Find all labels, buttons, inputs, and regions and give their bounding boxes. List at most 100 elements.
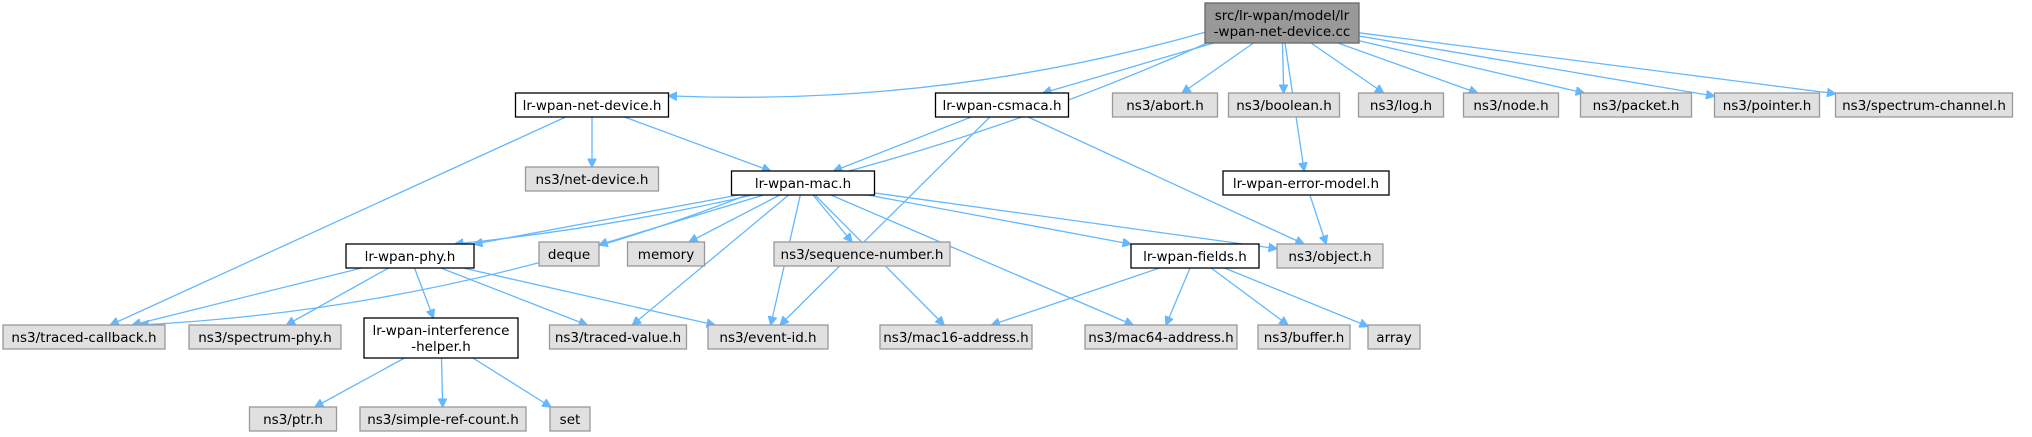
edge-csmaca-h-to-object-h	[1027, 116, 1304, 244]
node-pointer-h: ns3/pointer.h	[1713, 92, 1821, 118]
node-label: lr-wpan-interference	[373, 323, 510, 339]
node-box	[934, 92, 1070, 118]
node-simple-ref-count-h: ns3/simple-ref-count.h	[359, 406, 527, 432]
edge-mac-h-to-object-h	[874, 192, 1278, 249]
edge-line	[1027, 116, 1304, 244]
node-box	[1713, 92, 1821, 118]
node-error-model-h[interactable]: lr-wpan-error-model.h	[1222, 170, 1390, 196]
node-box	[538, 241, 600, 267]
edge-line	[1182, 42, 1254, 93]
node-root[interactable]: src/lr-wpan/model/lr-wpan-net-device.cc	[1204, 2, 1360, 44]
node-label: ns3/net-device.h	[536, 172, 649, 188]
node-label: ns3/packet.h	[1593, 98, 1680, 114]
edge-interference-helper-h-to-ptr-h	[315, 357, 405, 407]
edge-net-device-h-to-traced-callback-h	[110, 116, 566, 325]
edge-line	[455, 42, 1208, 244]
edge-csmaca-h-to-mac-h	[834, 116, 972, 171]
node-packet-h: ns3/packet.h	[1579, 92, 1693, 118]
node-deque: deque	[538, 241, 600, 267]
node-spectrum-channel-h: ns3/spectrum-channel.h	[1834, 92, 2014, 118]
node-box	[549, 406, 591, 432]
edge-root-to-boolean-h	[1283, 42, 1284, 93]
node-object-h: ns3/object.h	[1276, 243, 1384, 269]
edge-mac-h-to-phy-h	[474, 194, 739, 244]
edge-phy-h-to-spectrum-phy-h	[287, 267, 389, 325]
edge-mac-h-to-sequence-number-h	[812, 194, 852, 242]
node-label: ns3/abort.h	[1126, 98, 1204, 114]
edge-root-to-packet-h	[1358, 40, 1584, 93]
node-label: array	[1376, 330, 1411, 346]
node-label: ns3/mac64-address.h	[1088, 330, 1234, 346]
edge-mac-h-to-mac64-address-h	[830, 194, 1133, 325]
edge-fields-h-to-buffer-h	[1210, 267, 1288, 325]
edge-interference-helper-h-to-simple-ref-count-h	[442, 357, 443, 407]
edge-line	[110, 116, 566, 325]
node-mac-h[interactable]: lr-wpan-mac.h	[730, 170, 876, 196]
edge-root-to-pointer-h	[1358, 35, 1715, 96]
node-boolean-h: ns3/boolean.h	[1227, 92, 1341, 118]
node-label: deque	[548, 247, 590, 263]
node-label: memory	[638, 247, 694, 263]
node-label: ns3/log.h	[1370, 98, 1432, 114]
edge-net-device-h-to-mac-h	[624, 116, 771, 171]
edge-root-to-net-device-h	[669, 31, 1206, 97]
node-net-device-h[interactable]: lr-wpan-net-device.h	[514, 92, 670, 118]
node-label: -wpan-net-device.cc	[1214, 24, 1351, 40]
edge-phy-h-to-event-id-h	[462, 267, 715, 325]
edge-line	[991, 267, 1160, 325]
node-phy-h[interactable]: lr-wpan-phy.h	[345, 243, 475, 269]
edge-line	[1310, 42, 1384, 93]
node-memory: memory	[626, 241, 706, 267]
node-event-id-h: ns3/event-id.h	[707, 324, 829, 350]
edge-mac-h-to-deque	[599, 194, 764, 245]
node-csmaca-h[interactable]: lr-wpan-csmaca.h	[934, 92, 1070, 118]
edge-line	[830, 194, 1133, 325]
edge-mac-h-to-fields-h	[867, 194, 1131, 244]
edge-root-to-spectrum-channel-h	[1358, 32, 1836, 94]
edge-fields-h-to-mac16-address-h	[991, 267, 1160, 325]
node-label: ns3/sequence-number.h	[781, 247, 944, 263]
node-box	[1462, 92, 1560, 118]
node-array: array	[1367, 324, 1421, 350]
edge-line	[140, 194, 748, 325]
node-label: -helper.h	[411, 339, 471, 355]
edge-fields-h-to-mac64-address-h	[1166, 267, 1191, 325]
node-label: lr-wpan-mac.h	[755, 176, 851, 192]
node-fields-h[interactable]: lr-wpan-fields.h	[1130, 243, 1260, 269]
node-box	[1111, 92, 1219, 118]
node-interference-helper-h[interactable]: lr-wpan-interference-helper.h	[363, 317, 519, 359]
edge-phy-h-to-traced-value-h	[440, 267, 587, 325]
node-label: ns3/buffer.h	[1264, 330, 1345, 346]
edge-line	[1358, 35, 1715, 96]
edge-line	[462, 267, 715, 325]
edge-root-to-phy-h	[455, 42, 1208, 244]
edge-line	[1224, 267, 1369, 326]
node-box	[773, 241, 951, 267]
node-box	[1130, 243, 1260, 269]
edge-line	[413, 267, 434, 318]
node-label: ns3/ptr.h	[263, 412, 323, 428]
edge-line	[1358, 40, 1584, 93]
node-traced-callback-h: ns3/traced-callback.h	[2, 324, 166, 350]
node-sequence-number-h: ns3/sequence-number.h	[773, 241, 951, 267]
node-box	[879, 324, 1033, 350]
node-label: ns3/spectrum-phy.h	[198, 330, 332, 346]
node-label: set	[560, 412, 581, 428]
edge-line	[1283, 42, 1284, 93]
node-buffer-h: ns3/buffer.h	[1257, 324, 1351, 350]
node-box	[359, 406, 527, 432]
node-label: ns3/event-id.h	[719, 330, 816, 346]
edge-line	[812, 194, 852, 242]
node-box	[248, 406, 338, 432]
node-label: ns3/traced-value.h	[555, 330, 681, 346]
edge-line	[624, 116, 771, 171]
node-label: ns3/node.h	[1473, 98, 1548, 114]
edge-line	[1309, 194, 1326, 244]
edge-line	[669, 31, 1206, 97]
node-box	[1367, 324, 1421, 350]
edge-line	[689, 194, 781, 242]
edge-root-to-log-h	[1310, 42, 1384, 93]
node-label: ns3/mac16-address.h	[883, 330, 1029, 346]
edge-line	[867, 194, 1131, 244]
edge-mac-h-to-memory	[689, 194, 781, 242]
